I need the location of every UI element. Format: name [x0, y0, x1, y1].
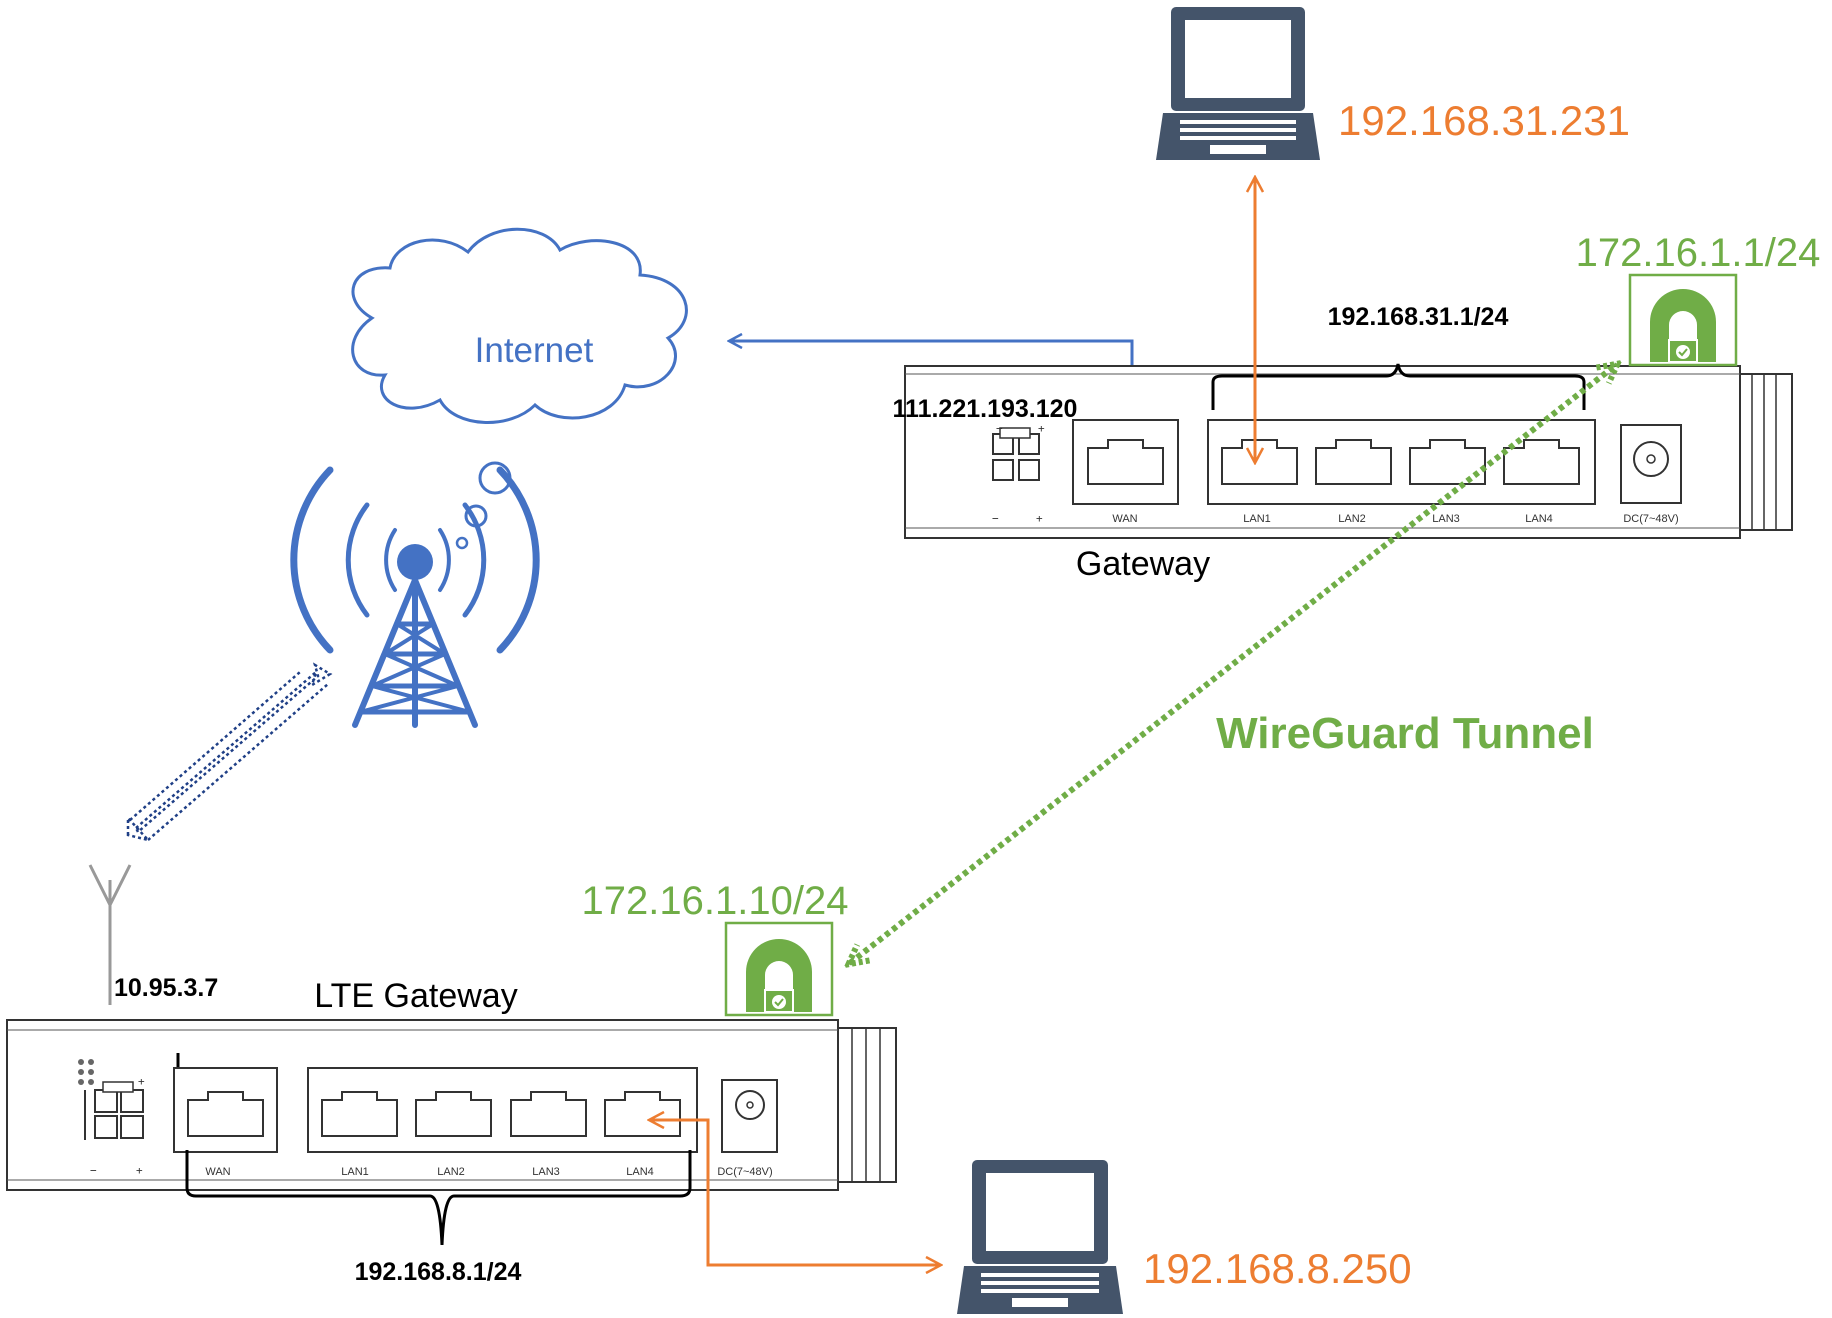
lte-lan2-port: [415, 1091, 492, 1137]
gateway-name: Gateway: [1076, 545, 1210, 583]
lan4-laptop-link: [650, 1120, 940, 1265]
lan4-label: LAN4: [1525, 513, 1553, 525]
laptop-bottom-ip: 192.168.8.250: [1143, 1245, 1412, 1292]
lte-lan-subnet: 192.168.8.1/24: [355, 1258, 522, 1286]
rj45-port-icon: [187, 1091, 264, 1137]
laptop-top-ip: 192.168.31.231: [1338, 97, 1630, 144]
power-plus-label-bottom: +: [1036, 512, 1043, 525]
lte-lan3-port: [510, 1091, 587, 1137]
lte-lan3-label: LAN3: [532, 1166, 560, 1178]
lan1-label: LAN1: [1243, 513, 1271, 525]
lte-gateway-device: + − + WAN LAN1 LAN2 LAN3 LAN4 DC(7~48V): [6, 1019, 897, 1191]
cell-tower-icon: [290, 466, 540, 728]
cloud-icon: [351, 227, 688, 550]
gateway-device: − + − + WAN LAN1 LAN2 LAN3 LAN4: [904, 365, 1793, 539]
internet-label: Internet: [475, 331, 594, 370]
lte-power-plus-top: +: [138, 1075, 145, 1088]
dc-jack-icon: [1620, 424, 1682, 504]
laptop-icon: [1156, 7, 1320, 160]
status-led-dots: [78, 1059, 94, 1085]
dc-jack-icon: [721, 1079, 778, 1153]
lte-lan1-label: LAN1: [341, 1166, 369, 1178]
lte-power-plus-label: +: [136, 1164, 143, 1177]
gateway-lan-subnet: 192.168.31.1/24: [1328, 303, 1509, 331]
lte-wan-label: WAN: [205, 1166, 230, 1178]
wireguard-lock-icon: [1628, 273, 1738, 367]
power-minus-label-bottom: −: [992, 512, 999, 525]
antenna-icon: [88, 864, 132, 1005]
gateway-wireguard-ip: 172.16.1.1/24: [1576, 231, 1821, 275]
power-connector-icon: [84, 1081, 144, 1140]
lte-power-minus-label: −: [90, 1164, 97, 1177]
lte-gateway-name: LTE Gateway: [314, 977, 517, 1015]
lan3-label: LAN3: [1432, 513, 1460, 525]
tunnel-label: WireGuard Tunnel: [1216, 709, 1594, 758]
power-plus-label: +: [1038, 422, 1045, 435]
power-minus-label: −: [996, 422, 1003, 435]
lte-lan4-label: LAN4: [626, 1166, 654, 1178]
cellular-link: [126, 662, 333, 843]
laptop-icon: [957, 1160, 1123, 1314]
lan2-label: LAN2: [1338, 513, 1366, 525]
wireguard-lock-icon: [724, 921, 834, 1017]
lte-lan2-label: LAN2: [437, 1166, 465, 1178]
gateway-wan-ip: 111.221.193.120: [893, 395, 1078, 423]
lte-wireguard-ip: 172.16.1.10/24: [582, 879, 849, 923]
lte-cell-ip: 10.95.3.7: [114, 974, 218, 1002]
lte-dc-label: DC(7~48V): [717, 1166, 772, 1178]
dc-label: DC(7~48V): [1623, 513, 1678, 525]
lte-lan1-port: [321, 1091, 398, 1137]
wan-port-label: WAN: [1112, 513, 1137, 525]
